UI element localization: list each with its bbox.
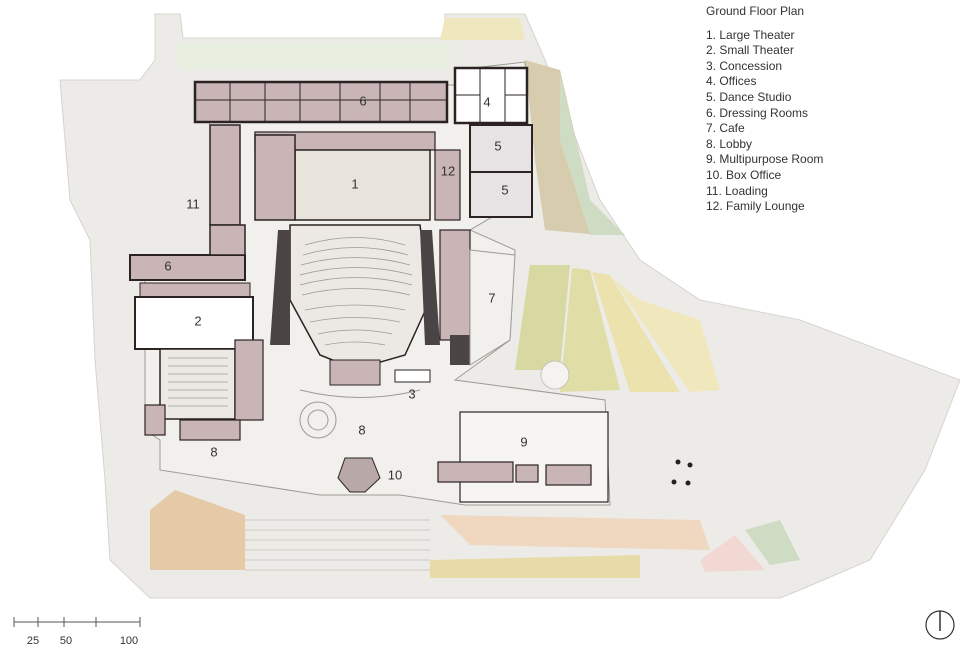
grand-stair-inner — [307, 409, 329, 431]
lobby-curve — [299, 389, 421, 398]
large-theater-vestibule — [329, 359, 381, 386]
room-label-lobby-a: 8 — [358, 422, 365, 437]
east-cafe-kitchen — [450, 335, 470, 365]
room-label-loading: 11 — [186, 196, 200, 211]
scale-label-25: 25 — [27, 635, 39, 647]
dance-studio-south — [469, 171, 533, 218]
legend-item: 10. Box Office — [706, 167, 782, 182]
small-theater-seating — [168, 357, 228, 407]
multipurpose-storage-2 — [515, 464, 539, 483]
landscape-terrace-3 — [592, 272, 680, 392]
southwest-steps — [245, 519, 430, 571]
room-label-dressing-rooms-b: 6 — [164, 258, 171, 273]
room-label-dance-studio-a: 5 — [494, 138, 501, 153]
landscape-top-yellow — [440, 18, 525, 40]
room-label-family-lounge: 12 — [441, 163, 455, 178]
multipurpose-storage-1 — [437, 461, 514, 483]
north-arrow-icon — [925, 610, 955, 640]
scale-label-100: 100 — [120, 635, 138, 647]
landscape-southeast-pink — [700, 535, 765, 572]
room-label-box-office: 10 — [388, 467, 402, 482]
legend-item: 6. Dressing Rooms — [706, 105, 809, 120]
room-label-large-theater: 1 — [351, 176, 358, 191]
landscape-east-green — [560, 75, 625, 235]
large-theater-right-aisle-wall — [420, 230, 440, 345]
legend-item: 3. Concession — [706, 58, 783, 73]
legend-list: 1. Large Theater 2. Small Theater 3. Con… — [706, 28, 823, 215]
west-corridor-rooms — [139, 282, 251, 298]
west-dressing-rooms — [129, 254, 246, 281]
landscape-terrace-1 — [515, 265, 570, 370]
box-office-kiosk — [337, 457, 381, 493]
room-label-dance-studio-b: 5 — [501, 182, 508, 197]
landscape-top-strip — [175, 42, 450, 70]
west-service-column — [209, 124, 241, 226]
scale-bar — [13, 617, 141, 627]
concession-counter — [394, 369, 431, 383]
legend-item: 8. Lobby — [706, 136, 753, 151]
legend-item: 7. Cafe — [706, 121, 745, 136]
plaza-bollards — [671, 459, 693, 486]
large-theater-seating — [299, 237, 413, 346]
legend-item: 5. Dance Studio — [706, 89, 792, 104]
cafe-area — [469, 249, 516, 366]
room-label-small-theater: 2 — [194, 313, 201, 328]
landscape-terrace-2 — [560, 268, 620, 392]
large-theater-wing — [254, 134, 296, 221]
small-theater-lobby-rooms — [179, 419, 241, 441]
room-label-concession: 3 — [408, 386, 415, 401]
plaza-circle — [540, 360, 570, 390]
legend: Ground Floor Plan 1. Large Theater 2. Sm… — [706, 4, 823, 215]
legend-item: 12. Family Lounge — [706, 199, 805, 214]
east-service-rooms — [439, 229, 471, 341]
small-theater-stage — [134, 296, 254, 350]
small-theater-auditorium — [159, 348, 236, 420]
landscape-south-yellow — [430, 555, 640, 578]
scale-label-50: 50 — [60, 635, 72, 647]
legend-title: Ground Floor Plan — [706, 4, 805, 18]
landscape-southwest-tan — [150, 490, 245, 570]
large-theater-left-aisle-wall — [270, 230, 290, 345]
room-label-lobby-b: 8 — [210, 444, 217, 459]
legend-item: 2. Small Theater — [706, 43, 794, 58]
room-label-multipurpose-room: 9 — [520, 434, 527, 449]
legend-item: 1. Large Theater — [706, 27, 795, 42]
north-service-block — [193, 80, 449, 124]
legend-item: 9. Multipurpose Room — [706, 152, 824, 167]
grand-stair — [299, 401, 337, 439]
room-label-offices: 4 — [483, 94, 490, 109]
legend-item: 11. Loading — [706, 183, 768, 198]
landscape-southeast-green — [745, 520, 800, 565]
landscape-terrace-4 — [612, 278, 720, 392]
large-theater-stage — [294, 149, 431, 221]
office-partitions — [455, 68, 527, 123]
small-theater-south-rooms — [144, 404, 166, 436]
legend-item: 4. Offices — [706, 74, 757, 89]
multipurpose-room — [459, 411, 609, 503]
room-label-dressing-rooms-a: 6 — [359, 93, 366, 108]
landscape-south-tan — [440, 515, 710, 550]
west-link-rooms — [209, 224, 246, 256]
multipurpose-storage-3 — [545, 464, 592, 486]
room-label-cafe: 7 — [488, 290, 495, 305]
small-theater-side-rooms — [234, 339, 264, 421]
north-service-partitions — [195, 82, 447, 122]
east-family-lounge-rooms — [434, 149, 461, 221]
